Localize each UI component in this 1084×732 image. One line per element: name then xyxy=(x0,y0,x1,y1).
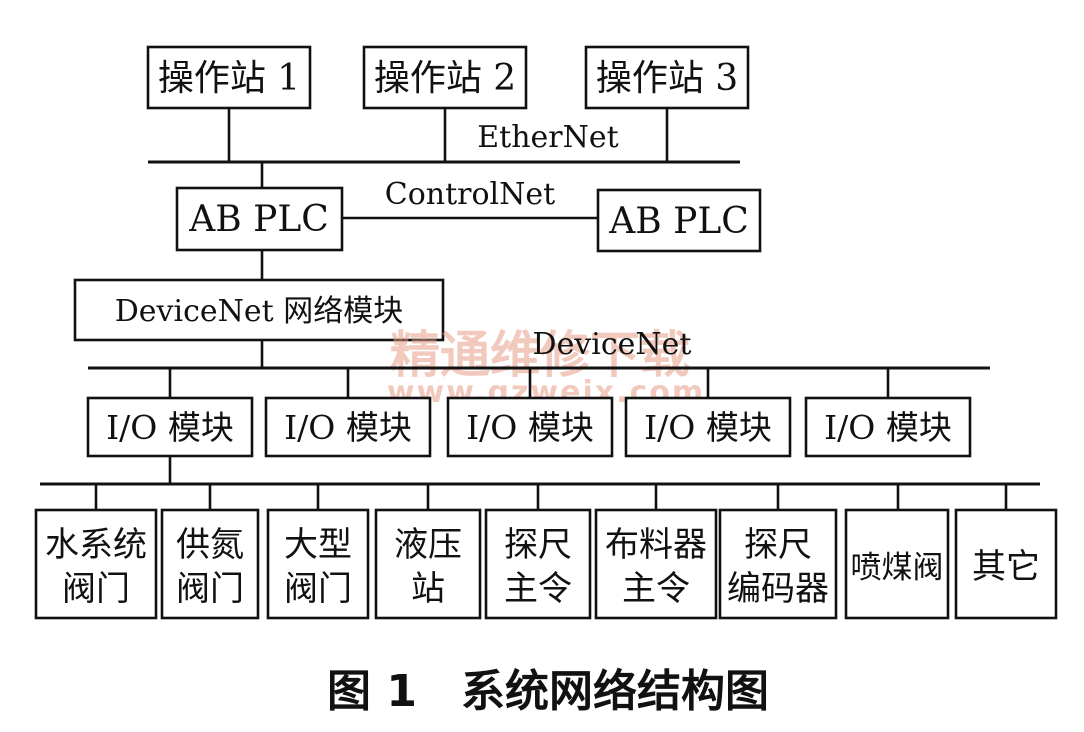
device-6-line-2: 主令 xyxy=(622,569,690,609)
io-module-1-label: I/O 模块 xyxy=(106,408,234,447)
device-5-line-2: 主令 xyxy=(504,569,572,609)
io-module-4: I/O 模块 xyxy=(624,396,792,458)
device-1-line-2: 阀门 xyxy=(62,569,130,609)
ethernet-label: EtherNet xyxy=(477,120,618,155)
io-module-5: I/O 模块 xyxy=(804,396,972,458)
device-4-line-1: 液压 xyxy=(394,525,462,565)
device-distributor-master: 布料器 主令 xyxy=(594,508,718,620)
device-7-line-1: 探尺 xyxy=(744,525,812,565)
device-probe-encoder: 探尺 编码器 xyxy=(718,508,838,620)
device-4-line-2: 站 xyxy=(411,569,445,609)
device-8-label: 喷煤阀 xyxy=(851,550,944,586)
plc-2: AB PLC xyxy=(596,188,762,253)
device-probe-master: 探尺 主令 xyxy=(484,508,592,620)
operator-station-2: 操作站 2 xyxy=(362,45,528,110)
device-6-line-1: 布料器 xyxy=(605,525,707,565)
device-5-line-1: 探尺 xyxy=(504,525,572,565)
controlnet-label: ControlNet xyxy=(385,177,555,212)
device-coal-injection-valve: 喷煤阀 xyxy=(844,508,950,620)
device-other: 其它 xyxy=(954,508,1058,620)
plc-1-label: AB PLC xyxy=(188,199,329,240)
io-module-3: I/O 模块 xyxy=(446,396,614,458)
device-large-valve: 大型 阀门 xyxy=(266,508,370,620)
device-7-line-2: 编码器 xyxy=(727,569,829,609)
io-module-3-label: I/O 模块 xyxy=(466,408,594,447)
plc-1: AB PLC xyxy=(175,186,344,252)
device-2-line-2: 阀门 xyxy=(176,569,244,609)
device-2-line-1: 供氮 xyxy=(176,525,244,565)
figure-caption: 图 1 系统网络结构图 xyxy=(327,666,769,717)
plc-2-label: AB PLC xyxy=(608,201,749,242)
io-module-5-label: I/O 模块 xyxy=(824,408,952,447)
io-module-2-label: I/O 模块 xyxy=(284,408,412,447)
device-water-system-valve: 水系统 阀门 xyxy=(34,508,158,620)
devicenet-module: DeviceNet 网络模块 xyxy=(73,278,445,342)
operator-station-1-label: 操作站 1 xyxy=(158,58,300,99)
device-hydraulic-station: 液压 站 xyxy=(374,508,482,620)
operator-station-2-label: 操作站 2 xyxy=(374,58,516,99)
devicenet-label: DeviceNet xyxy=(533,327,692,362)
watermark-text: 精通维修下载 xyxy=(390,325,690,384)
operator-station-1: 操作站 1 xyxy=(146,45,312,110)
io-module-1: I/O 模块 xyxy=(86,396,254,458)
device-3-line-2: 阀门 xyxy=(284,569,352,609)
device-nitrogen-valve: 供氮 阀门 xyxy=(160,508,260,620)
devicenet-module-label: DeviceNet 网络模块 xyxy=(115,294,404,329)
device-9-label: 其它 xyxy=(972,547,1040,587)
device-3-line-1: 大型 xyxy=(284,525,352,565)
operator-station-3: 操作站 3 xyxy=(584,45,750,110)
device-1-line-1: 水系统 xyxy=(45,525,147,565)
operator-station-3-label: 操作站 3 xyxy=(596,58,738,99)
io-module-2: I/O 模块 xyxy=(264,396,432,458)
io-module-4-label: I/O 模块 xyxy=(644,408,772,447)
